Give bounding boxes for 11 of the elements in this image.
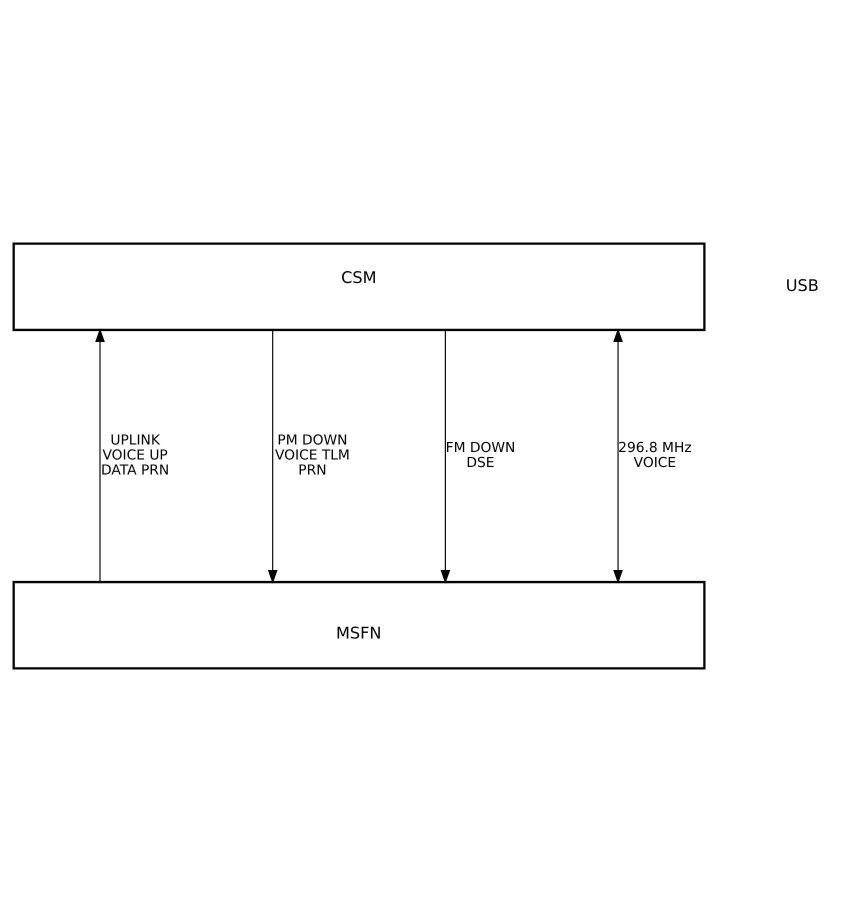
- edge-label: UPLINK VOICE UP DATA PRN: [100, 432, 169, 478]
- arrow: [612, 328, 622, 584]
- arrow: [94, 328, 104, 582]
- node-box: CSM: [12, 242, 706, 331]
- label: USB: [785, 276, 818, 295]
- edge-label: FM DOWN DSE: [445, 440, 515, 471]
- arrow: [267, 329, 278, 584]
- edge-label: 296.8 MHz VOICE: [618, 440, 692, 471]
- edge-label: PM DOWN VOICE TLM PRN: [274, 432, 350, 478]
- arrow: [440, 329, 450, 584]
- node-box: MSFN: [12, 580, 706, 670]
